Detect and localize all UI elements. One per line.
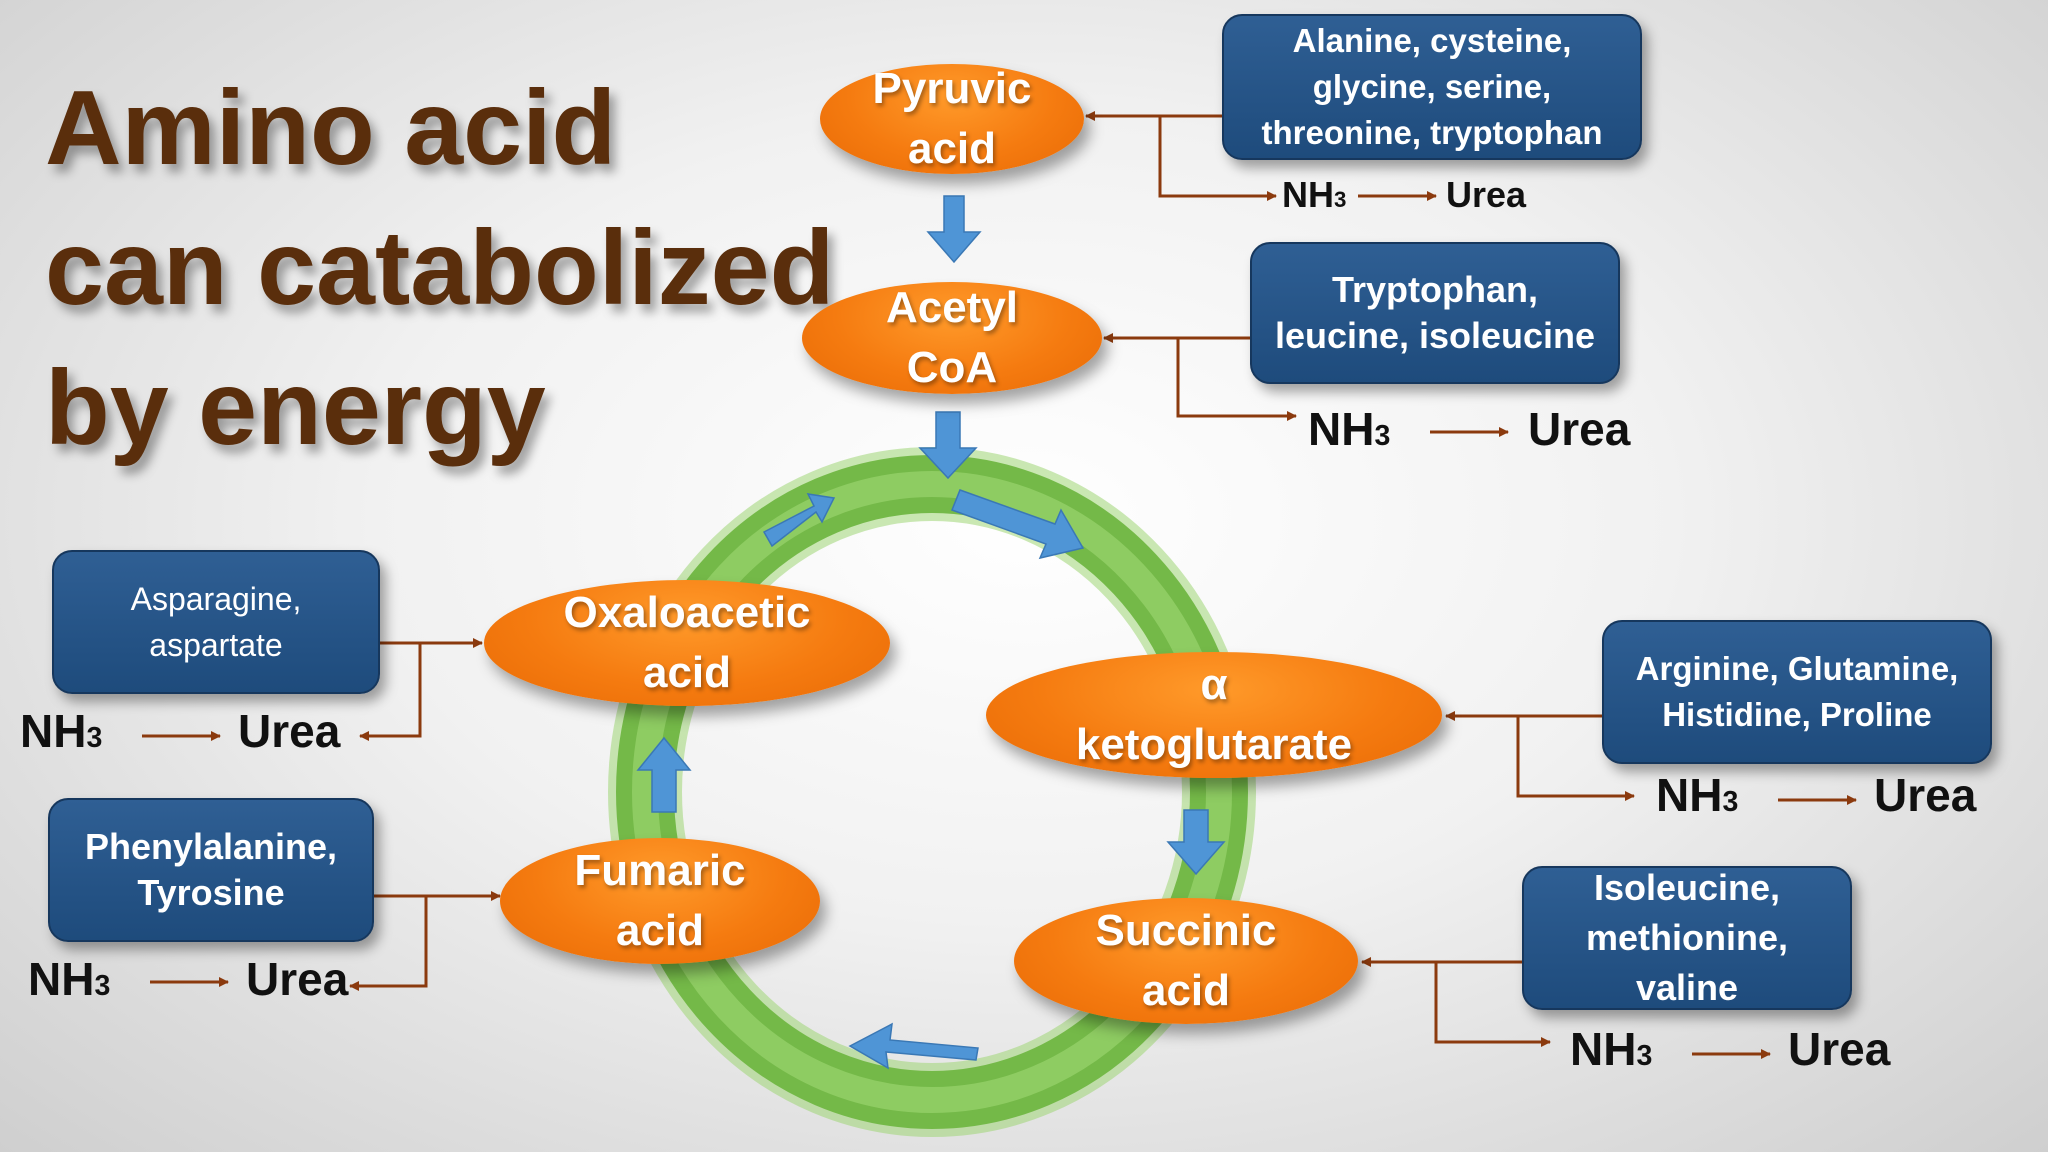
nh3-label-fumaric: NH3 — [28, 952, 110, 1006]
node-acetyl-coa: Acetyl CoA — [802, 282, 1102, 394]
amino-oxaloacetic-line-1: Asparagine, — [130, 581, 302, 617]
node-fumaric-line-1: Fumaric — [574, 846, 746, 895]
arrow-ring-top-right — [951, 489, 1085, 560]
page-title: Amino acid can catabolized by energy — [45, 58, 835, 478]
nh3-subscript: 3 — [1636, 1040, 1653, 1072]
arrow-ring-top-left — [762, 493, 836, 548]
nh3-text: NH — [1656, 769, 1723, 821]
amino-fumaric-line-1: Phenylalanine, — [84, 826, 338, 867]
title-line-2: can catabolized — [45, 209, 835, 327]
amino-pyruvic-line-1: Alanine, cysteine, — [1292, 22, 1572, 59]
arrow-acetyl-to-ring — [918, 411, 978, 480]
amino-pyruvic-line-3: threonine, tryptophan — [1261, 114, 1603, 151]
arrow-ring-bottom-left — [848, 1022, 979, 1070]
flow-arrows — [636, 195, 1226, 1070]
node-alpha-ketoglutarate: α ketoglutarate — [986, 652, 1442, 778]
urea-label-acetyl: Urea — [1528, 403, 1631, 455]
node-acetyl-line-1: Acetyl — [885, 283, 1019, 332]
amino-fumaric-line-2: Tyrosine — [137, 872, 285, 913]
nh3-text: NH — [28, 953, 95, 1005]
urea-label-succinic: Urea — [1788, 1023, 1891, 1075]
nh3-label-ketoglutarate: NH3 — [1656, 768, 1738, 822]
amino-group-ketoglutarate: Arginine, Glutamine, Histidine, Proline — [1602, 620, 1992, 764]
connectors — [142, 111, 1857, 1059]
node-succinic-acid: Succinic acid — [1014, 898, 1358, 1024]
amino-group-fumaric: Phenylalanine, Tyrosine — [48, 798, 374, 942]
node-fumaric-line-2: acid — [615, 906, 705, 955]
node-ketoglutarate-line-1: α — [1200, 660, 1228, 709]
title-line-3: by energy — [45, 349, 546, 467]
tca-ring — [608, 447, 1256, 1137]
amino-succinic-line-2: methionine, — [1585, 917, 1788, 958]
nh3-subscript: 3 — [1334, 187, 1347, 212]
nh3-text: NH — [1282, 174, 1334, 215]
node-succinic-line-1: Succinic — [1095, 906, 1277, 955]
nh3-text: NH — [20, 705, 87, 757]
amino-succinic-line-1: Isoleucine, — [1593, 867, 1781, 908]
node-acetyl-line-2: CoA — [906, 343, 998, 392]
amino-acetyl-line-2: leucine, isoleucine — [1274, 315, 1596, 356]
title-line-1: Amino acid — [45, 69, 617, 187]
amino-group-acetyl: Tryptophan, leucine, isoleucine — [1250, 242, 1620, 384]
node-fumaric-acid: Fumaric acid — [500, 838, 820, 964]
urea-label-fumaric: Urea — [246, 953, 349, 1005]
node-ketoglutarate-line-2: ketoglutarate — [1075, 720, 1353, 769]
urea-label-pyruvic: Urea — [1446, 174, 1527, 215]
nh3-subscript: 3 — [1722, 786, 1739, 818]
nh3-text: NH — [1570, 1023, 1637, 1075]
nh3-text: NH — [1308, 403, 1375, 455]
urea-label-oxaloacetic: Urea — [238, 705, 341, 757]
amino-pyruvic-line-2: glycine, serine, — [1312, 68, 1552, 105]
arrow-ring-left-up — [636, 736, 692, 813]
node-pyruvic-line-1: Pyruvic — [872, 64, 1032, 113]
nh3-label-pyruvic: NH3 — [1282, 174, 1346, 216]
amino-acetyl-line-1: Tryptophan, — [1332, 269, 1538, 310]
node-pyruvic-acid: Pyruvic acid — [820, 64, 1084, 174]
nh3-label-succinic: NH3 — [1570, 1022, 1652, 1076]
nh3-subscript: 3 — [94, 970, 111, 1002]
node-oxaloacetic-line-2: acid — [642, 648, 732, 697]
nh3-subscript: 3 — [86, 722, 103, 754]
amino-ketoglutarate-line-1: Arginine, Glutamine, — [1635, 650, 1959, 687]
nh3-label-acetyl: NH3 — [1308, 402, 1390, 456]
node-succinic-line-2: acid — [1141, 966, 1231, 1015]
amino-oxaloacetic-line-2: aspartate — [149, 627, 283, 663]
arrow-ring-right-down — [1166, 809, 1226, 876]
amino-ketoglutarate-line-2: Histidine, Proline — [1662, 696, 1932, 733]
node-oxaloacetic-line-1: Oxaloacetic — [563, 588, 811, 637]
node-pyruvic-line-2: acid — [907, 124, 997, 173]
nh3-label-oxaloacetic: NH3 — [20, 704, 102, 758]
amino-group-oxaloacetic: Asparagine, aspartate — [52, 550, 380, 694]
amino-succinic-line-3: valine — [1635, 967, 1739, 1008]
amino-group-pyruvic: Alanine, cysteine, glycine, serine, thre… — [1222, 14, 1642, 160]
nh3-subscript: 3 — [1374, 420, 1391, 452]
node-oxaloacetic-acid: Oxaloacetic acid — [484, 580, 890, 706]
amino-group-succinic: Isoleucine, methionine, valine — [1522, 866, 1852, 1010]
urea-label-ketoglutarate: Urea — [1874, 769, 1977, 821]
arrow-pyruvic-to-acetyl — [926, 195, 982, 264]
